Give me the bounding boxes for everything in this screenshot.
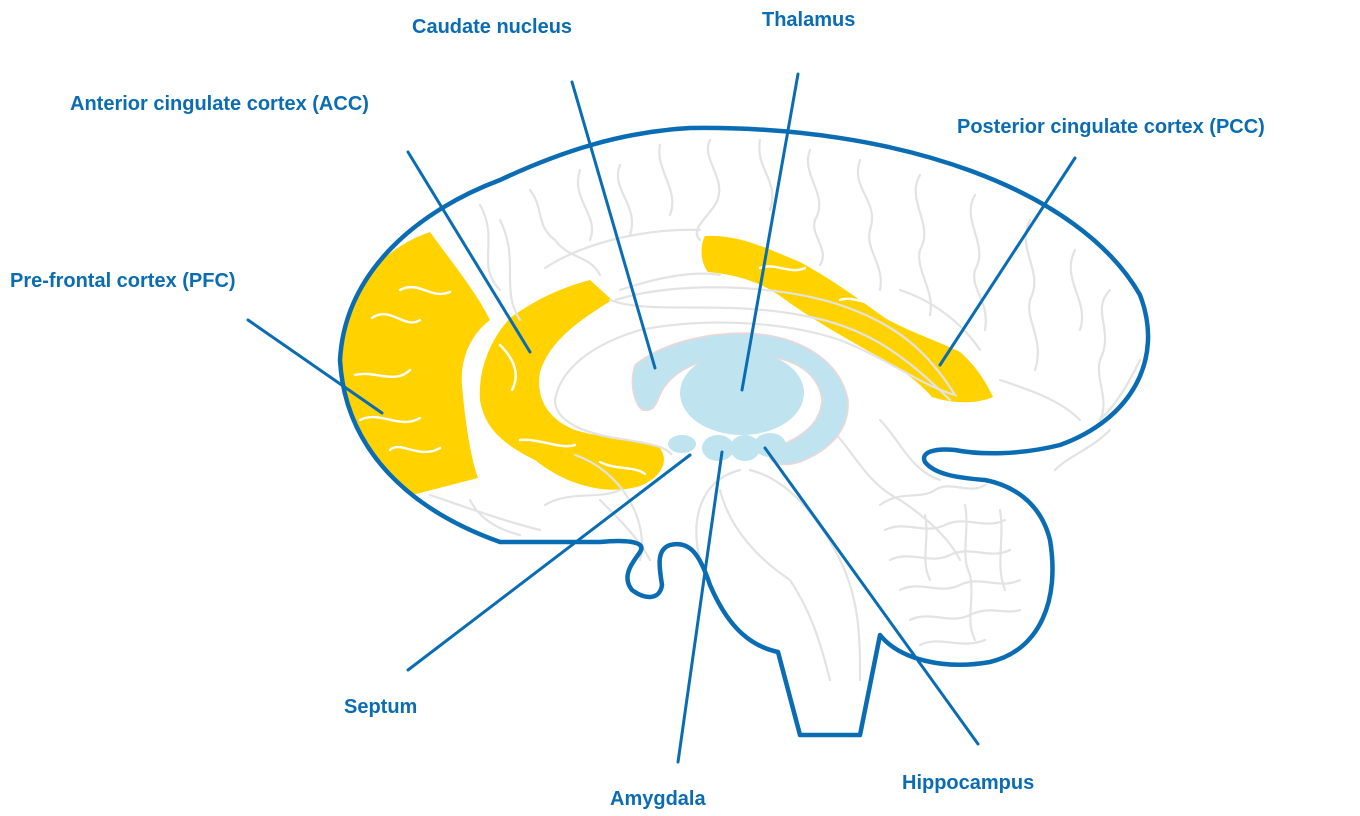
label-pcc: Posterior cingulate cortex (PCC): [957, 116, 1265, 138]
amygdala-region: [702, 435, 734, 461]
label-acc: Anterior cingulate cortex (ACC): [70, 93, 369, 115]
septum-region: [668, 435, 696, 453]
label-pfc: Pre-frontal cortex (PFC): [10, 270, 236, 292]
label-amygdala: Amygdala: [610, 788, 706, 810]
thalamus-region: [680, 351, 804, 435]
label-hippocampus: Hippocampus: [902, 772, 1034, 794]
label-thalamus: Thalamus: [762, 9, 855, 31]
label-septum: Septum: [344, 696, 417, 718]
label-caudate-nucleus: Caudate nucleus: [412, 16, 572, 38]
